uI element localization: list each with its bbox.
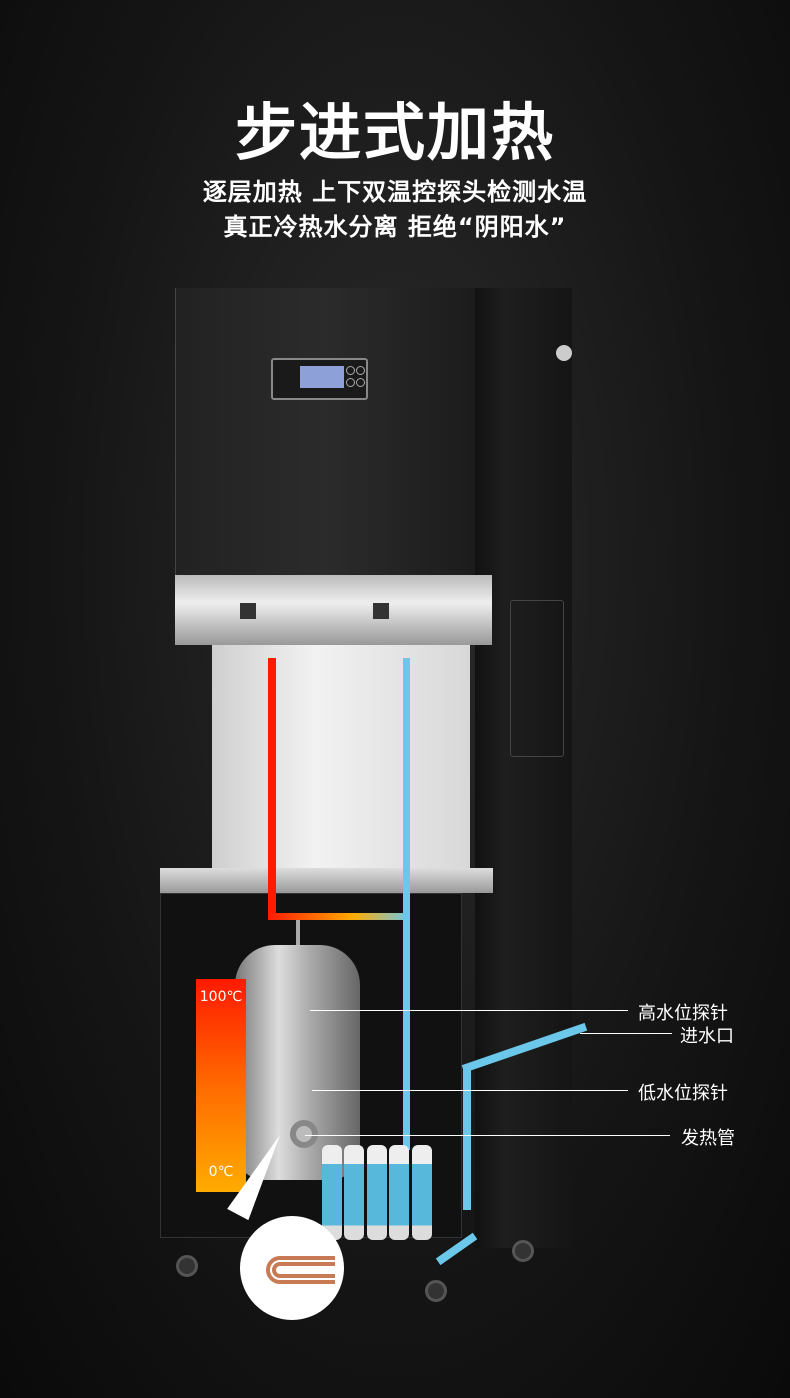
heating-element-detail — [240, 1216, 344, 1320]
cold-water-pipe — [403, 658, 410, 1150]
hot-button-icon — [240, 603, 256, 619]
filter-cartridge — [412, 1145, 432, 1240]
filter-cartridge — [322, 1145, 342, 1240]
callout-line — [310, 1010, 628, 1011]
page-title: 步进式加热 — [234, 96, 555, 169]
inlet-pipe — [463, 1068, 471, 1210]
drip-tray — [160, 868, 493, 893]
machine-upper-body — [175, 288, 475, 578]
callout-line — [305, 1135, 670, 1136]
wheel-icon — [512, 1240, 534, 1262]
callout-heating-tube: 发热管 — [681, 1128, 735, 1149]
stainless-strip — [175, 575, 492, 645]
hot-water-pipe — [268, 658, 276, 920]
filter-cartridge — [389, 1145, 409, 1240]
subtitle-line-2: 真正冷热水分离 拒绝“阴阳水” — [223, 213, 567, 241]
subtitle-line-1: 逐层加热 上下双温控探头检测水温 — [202, 178, 588, 206]
temp-max-label: 100℃ — [199, 989, 243, 1005]
callout-high-probe: 高水位探针 — [638, 1003, 728, 1024]
callout-line — [312, 1090, 628, 1091]
dispensing-area — [212, 645, 470, 870]
wheel-icon — [176, 1255, 198, 1277]
filter-cartridge — [344, 1145, 364, 1240]
heating-coil-icon — [266, 1256, 335, 1284]
callout-low-probe: 低水位探针 — [638, 1083, 728, 1104]
side-door — [510, 600, 564, 757]
control-button — [346, 378, 355, 387]
knob-icon — [556, 345, 572, 361]
control-button — [346, 366, 355, 375]
filter-cartridge — [367, 1145, 387, 1240]
tank-connector — [296, 920, 300, 945]
wheel-icon — [425, 1280, 447, 1302]
control-button — [356, 366, 365, 375]
temp-min-label: 0℃ — [208, 1164, 234, 1180]
control-button — [356, 378, 365, 387]
hot-water-pipe-horizontal — [268, 913, 410, 920]
cold-button-icon — [373, 603, 389, 619]
machine-side-panel — [475, 288, 572, 1248]
heating-flange — [290, 1120, 318, 1148]
callout-line — [580, 1033, 672, 1034]
callout-inlet: 进水口 — [680, 1026, 734, 1047]
lcd-display — [300, 366, 344, 388]
temperature-gradient-bar: 100℃ 0℃ — [196, 979, 246, 1192]
